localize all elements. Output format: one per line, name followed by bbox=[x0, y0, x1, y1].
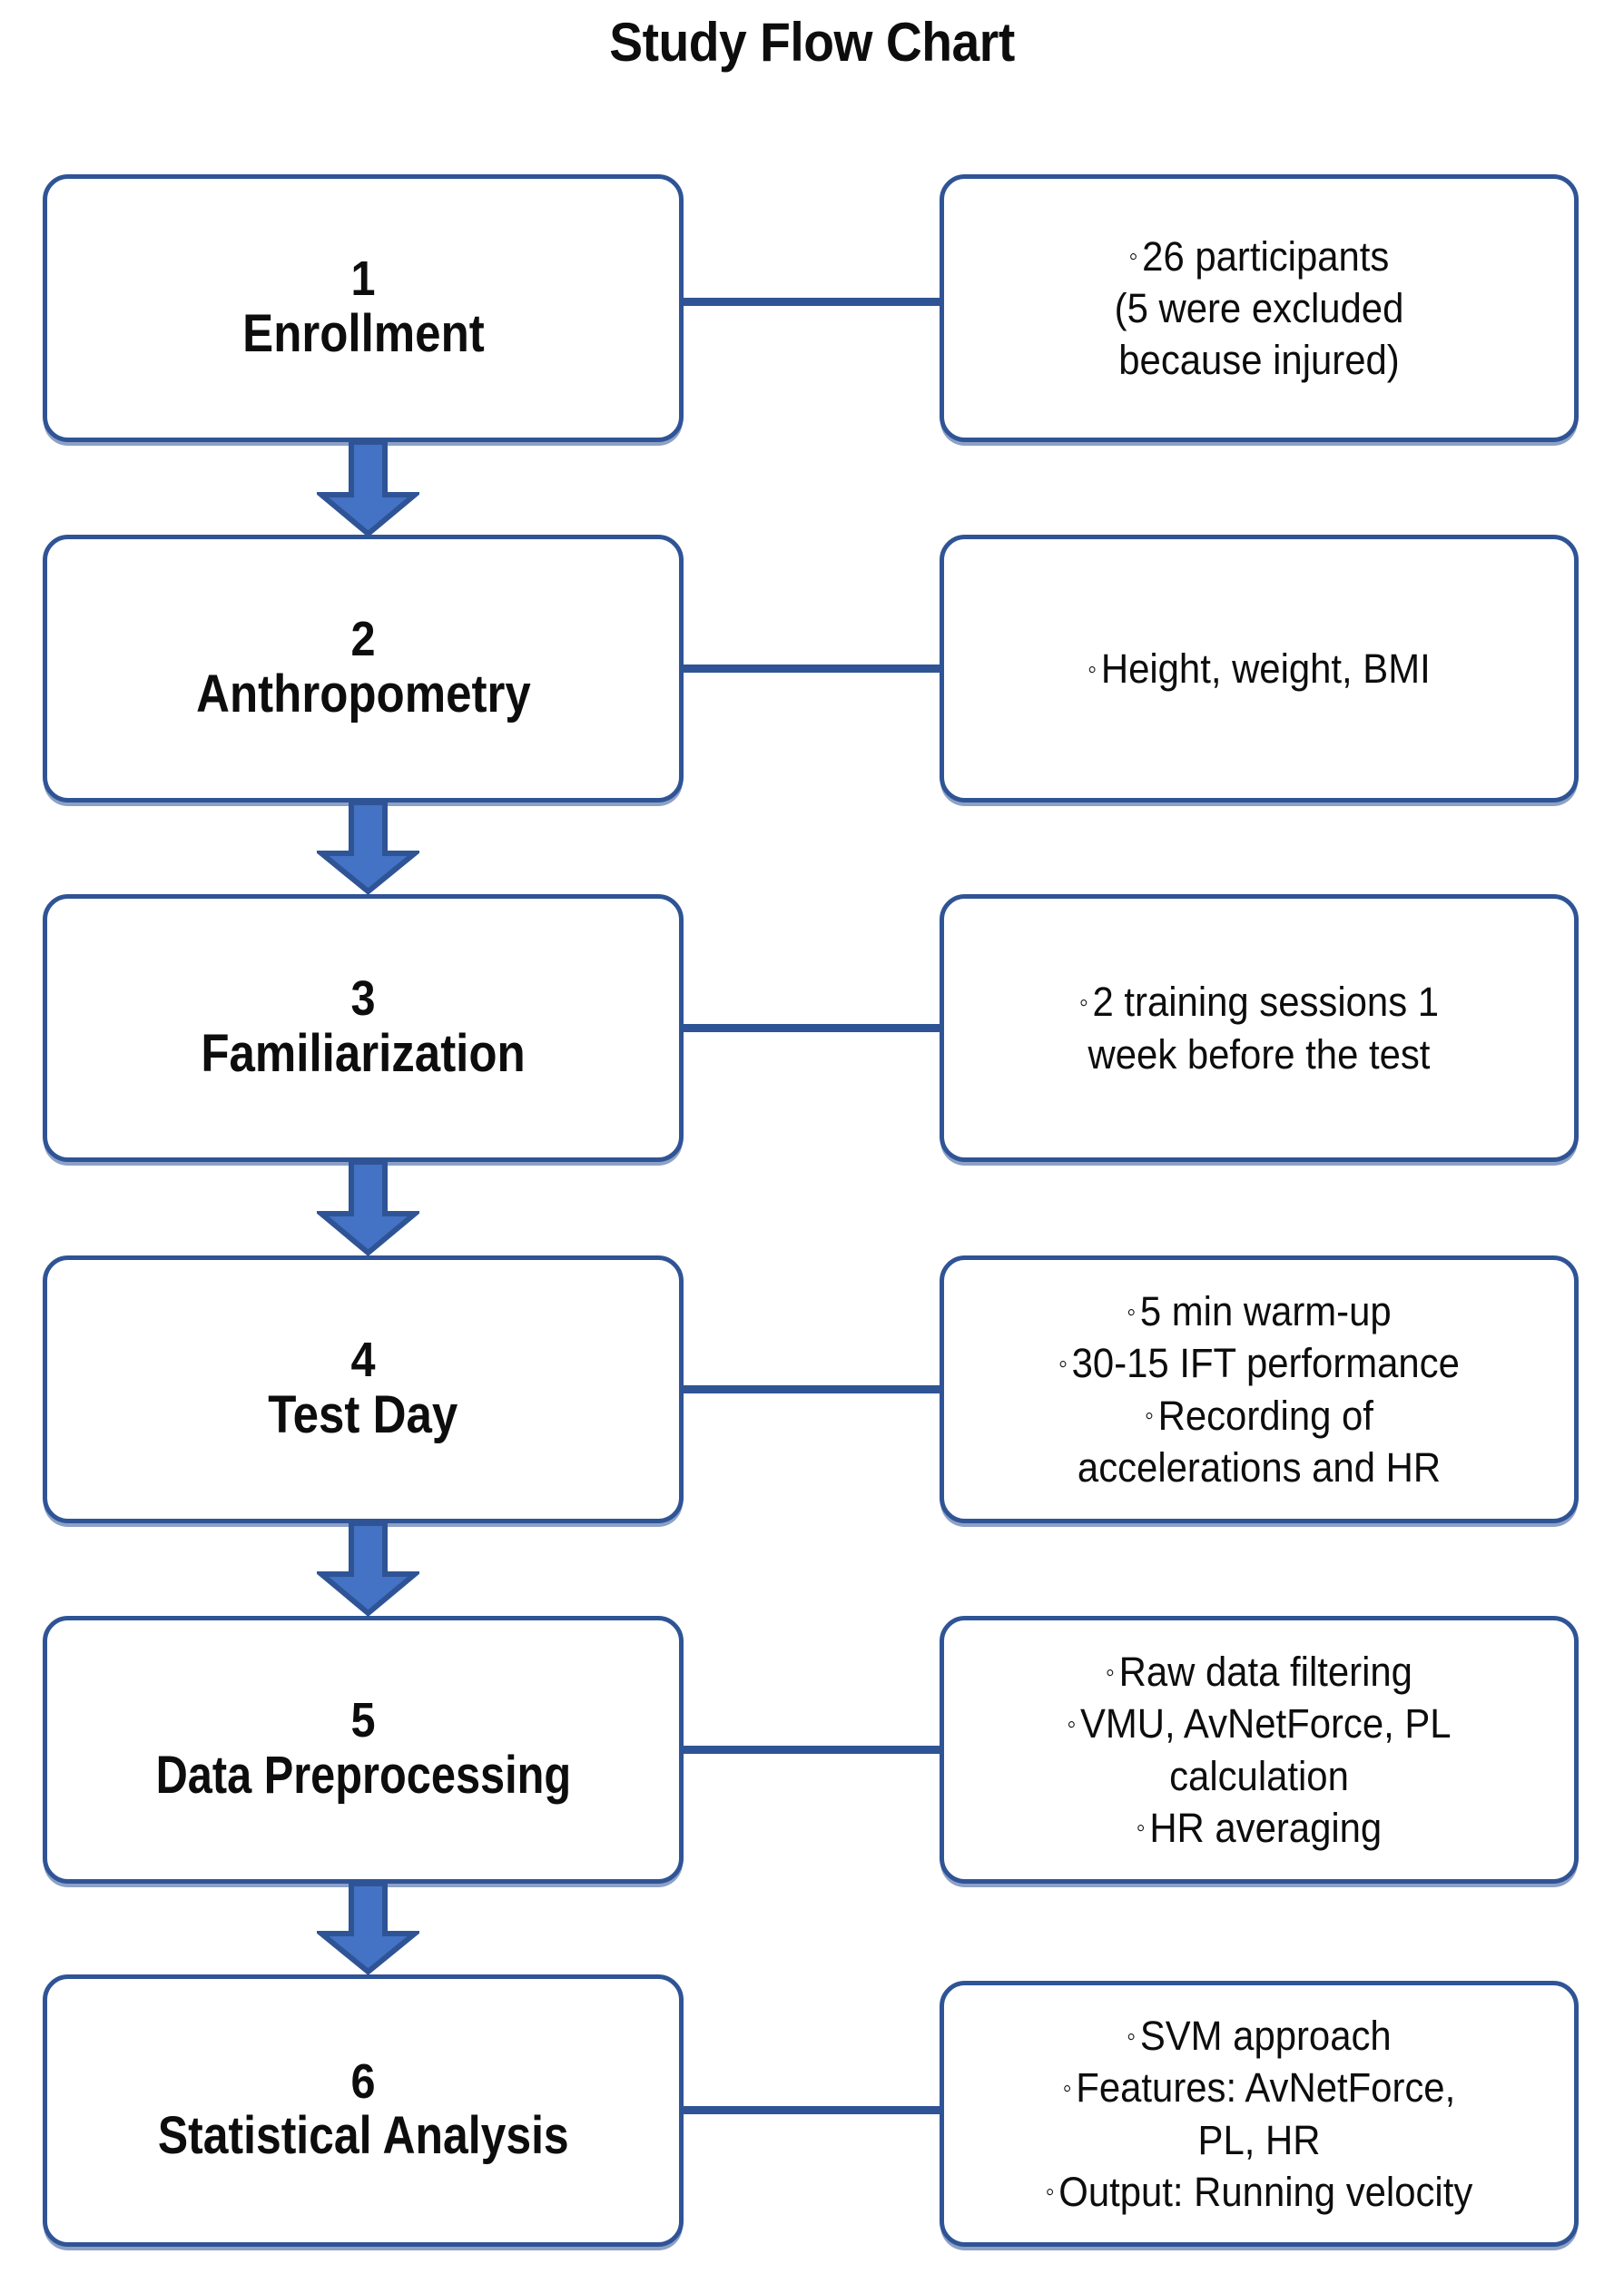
detail-text: 5 min warm-up bbox=[1139, 1288, 1392, 1335]
detail-list-1: ◦26 participants (5 were excluded becaus… bbox=[928, 232, 1590, 384]
detail-item: ◦30-15 IFT performance bbox=[966, 1339, 1551, 1387]
detail-text: 26 participants bbox=[1142, 232, 1390, 280]
bullet-icon: ◦ bbox=[1078, 988, 1088, 1019]
detail-list-2: ◦Height, weight, BMI bbox=[928, 645, 1590, 693]
stage-number-3: 3 bbox=[350, 971, 376, 1027]
bullet-icon: ◦ bbox=[1058, 1349, 1068, 1380]
flow-arrow-2-to-3 bbox=[317, 802, 419, 894]
stage-box-6[interactable]: 6 Statistical Analysis bbox=[43, 1974, 684, 2247]
flow-arrow-3-to-4 bbox=[317, 1162, 419, 1255]
connector-line-5 bbox=[682, 1746, 943, 1754]
detail-box-1[interactable]: ◦26 participants (5 were excluded becaus… bbox=[940, 174, 1579, 442]
connector-line-6 bbox=[682, 2106, 943, 2114]
detail-list-6: ◦SVM approach ◦Features: AvNetForce, PL,… bbox=[928, 2012, 1590, 2215]
detail-text: calculation bbox=[1169, 1752, 1349, 1799]
stage-number-5: 5 bbox=[350, 1693, 376, 1748]
detail-text: Raw data filtering bbox=[1118, 1649, 1412, 1696]
bullet-icon: ◦ bbox=[1127, 1296, 1137, 1327]
detail-text: PL, HR bbox=[1197, 2116, 1321, 2163]
stage-number-6: 6 bbox=[350, 2053, 376, 2109]
detail-text: week before the test bbox=[1088, 1030, 1431, 1078]
stage-label-1: Enrollment bbox=[241, 303, 485, 363]
detail-item: ◦26 participants bbox=[966, 232, 1551, 281]
stage-number-2: 2 bbox=[350, 612, 376, 667]
detail-text: HR averaging bbox=[1149, 1804, 1383, 1851]
detail-item: ◦Recording of bbox=[966, 1392, 1551, 1440]
detail-text: 2 training sessions 1 bbox=[1092, 979, 1440, 1026]
detail-box-3[interactable]: ◦2 training sessions 1 week before the t… bbox=[940, 894, 1579, 1162]
stage-box-3[interactable]: 3 Familiarization bbox=[43, 894, 684, 1162]
stage-label-2: Anthropometry bbox=[195, 664, 531, 724]
detail-item: ◦5 min warm-up bbox=[966, 1287, 1551, 1335]
stage-box-4[interactable]: 4 Test Day bbox=[43, 1255, 684, 1523]
connector-line-3 bbox=[682, 1024, 943, 1032]
detail-item: accelerations and HR bbox=[966, 1443, 1551, 1491]
bullet-icon: ◦ bbox=[1045, 2177, 1055, 2208]
bullet-icon: ◦ bbox=[1062, 2073, 1072, 2104]
detail-box-5[interactable]: ◦Raw data filtering ◦VMU, AvNetForce, PL… bbox=[940, 1616, 1579, 1884]
detail-box-2[interactable]: ◦Height, weight, BMI bbox=[940, 535, 1579, 802]
detail-item: ◦SVM approach bbox=[966, 2012, 1551, 2060]
flow-arrow-1-to-2 bbox=[317, 442, 419, 537]
bullet-icon: ◦ bbox=[1128, 241, 1138, 272]
detail-text: Features: AvNetForce, bbox=[1076, 2064, 1456, 2112]
stage-number-1: 1 bbox=[350, 251, 376, 307]
detail-item: ◦HR averaging bbox=[966, 1804, 1551, 1852]
stage-label-4: Test Day bbox=[268, 1384, 458, 1444]
bullet-icon: ◦ bbox=[1067, 1709, 1077, 1740]
detail-item: ◦Features: AvNetForce, bbox=[966, 2063, 1551, 2112]
detail-box-4[interactable]: ◦5 min warm-up ◦30-15 IFT performance ◦R… bbox=[940, 1255, 1579, 1523]
connector-line-4 bbox=[682, 1385, 943, 1393]
detail-text: Recording of bbox=[1157, 1392, 1373, 1439]
detail-list-5: ◦Raw data filtering ◦VMU, AvNetForce, PL… bbox=[928, 1648, 1590, 1851]
detail-item: ◦VMU, AvNetForce, PL bbox=[966, 1699, 1551, 1747]
stage-label-5: Data Preprocessing bbox=[155, 1745, 571, 1805]
detail-item: ◦Output: Running velocity bbox=[966, 2168, 1551, 2216]
bullet-icon: ◦ bbox=[1088, 654, 1097, 684]
detail-item: calculation bbox=[966, 1752, 1551, 1800]
detail-text: 30-15 IFT performance bbox=[1071, 1340, 1460, 1387]
page-title: Study Flow Chart bbox=[609, 12, 1015, 73]
connector-line-1 bbox=[682, 298, 943, 306]
detail-text: Height, weight, BMI bbox=[1100, 645, 1431, 692]
detail-text: Output: Running velocity bbox=[1058, 2168, 1473, 2215]
detail-item: ◦Raw data filtering bbox=[966, 1648, 1551, 1696]
detail-text: because injured) bbox=[1118, 337, 1400, 384]
detail-text: (5 were excluded bbox=[1114, 284, 1404, 331]
detail-list-3: ◦2 training sessions 1 week before the t… bbox=[928, 978, 1590, 1078]
detail-box-6[interactable]: ◦SVM approach ◦Features: AvNetForce, PL,… bbox=[940, 1981, 1579, 2247]
flow-arrow-4-to-5 bbox=[317, 1523, 419, 1616]
detail-text: SVM approach bbox=[1139, 2013, 1392, 2060]
detail-item: week before the test bbox=[966, 1030, 1551, 1078]
connector-line-2 bbox=[682, 665, 943, 673]
detail-item: PL, HR bbox=[966, 2116, 1551, 2164]
stage-number-4: 4 bbox=[350, 1333, 376, 1388]
bullet-icon: ◦ bbox=[1136, 1813, 1146, 1844]
detail-item: ◦2 training sessions 1 bbox=[966, 978, 1551, 1026]
stage-box-5[interactable]: 5 Data Preprocessing bbox=[43, 1616, 684, 1884]
stage-box-2[interactable]: 2 Anthropometry bbox=[43, 535, 684, 802]
bullet-icon: ◦ bbox=[1145, 1401, 1154, 1432]
flow-arrow-5-to-6 bbox=[317, 1884, 419, 1974]
bullet-icon: ◦ bbox=[1127, 2021, 1137, 2052]
detail-text: accelerations and HR bbox=[1077, 1443, 1442, 1491]
detail-list-4: ◦5 min warm-up ◦30-15 IFT performance ◦R… bbox=[928, 1287, 1590, 1491]
detail-item: because injured) bbox=[966, 336, 1551, 384]
detail-item: ◦Height, weight, BMI bbox=[966, 645, 1551, 693]
stage-label-3: Familiarization bbox=[201, 1023, 526, 1083]
stage-label-6: Statistical Analysis bbox=[157, 2106, 569, 2166]
stage-box-1[interactable]: 1 Enrollment bbox=[43, 174, 684, 442]
bullet-icon: ◦ bbox=[1106, 1657, 1115, 1688]
detail-text: VMU, AvNetForce, PL bbox=[1079, 1700, 1452, 1747]
detail-item: (5 were excluded bbox=[966, 284, 1551, 332]
